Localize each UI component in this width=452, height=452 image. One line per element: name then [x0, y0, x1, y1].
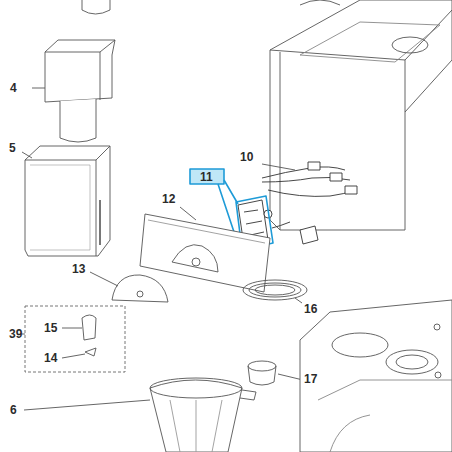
base-detail	[318, 380, 452, 452]
part-12	[140, 214, 270, 292]
callout-number: 5	[9, 141, 16, 155]
callout-number: 17	[304, 372, 317, 386]
part-11-contacts	[244, 210, 264, 236]
part-13	[112, 275, 168, 302]
wire-terminal	[308, 162, 320, 170]
part-13-hole	[137, 291, 143, 297]
leader-line	[22, 334, 25, 335]
leader-line	[62, 328, 82, 329]
part-6-rim	[150, 378, 242, 398]
leader-line	[262, 164, 295, 170]
leader-line	[180, 207, 196, 220]
callout-number: 16	[304, 302, 317, 316]
part-5-gauge	[99, 200, 101, 245]
callout-number: 13	[72, 262, 85, 276]
leader-line	[24, 400, 150, 410]
leader-line	[62, 354, 85, 358]
callout-number: 11	[200, 170, 213, 184]
part-12-window	[172, 245, 218, 272]
wire-terminal	[330, 173, 342, 181]
housing-hole	[392, 37, 428, 53]
part-4-edge	[45, 40, 115, 100]
highlight-box	[190, 169, 224, 184]
part-10-wires	[262, 167, 355, 197]
base-hole	[386, 350, 438, 374]
part-12-knob	[192, 258, 200, 266]
base-screw	[435, 372, 441, 378]
part-6-handle	[240, 390, 256, 400]
housing-edge	[270, 10, 452, 230]
housing-top	[300, 22, 440, 62]
callout-number: 14	[44, 351, 57, 365]
part-11-wire	[272, 222, 290, 228]
part-14	[85, 348, 96, 356]
part-5	[25, 146, 110, 256]
base-hole	[332, 333, 388, 357]
part-15	[82, 315, 96, 340]
housing-detail	[300, 0, 340, 5]
leader-line	[90, 272, 118, 286]
base-hole	[396, 355, 428, 369]
plug	[300, 226, 318, 244]
base-plate	[300, 300, 452, 452]
part-5-inner	[30, 165, 90, 250]
callout-number: 12	[162, 192, 175, 206]
part-4	[45, 40, 115, 102]
part-6-ribs	[170, 400, 222, 452]
leader-line	[22, 152, 32, 158]
part-6	[150, 380, 242, 452]
part-16-coil	[249, 283, 301, 297]
part-16	[243, 280, 307, 300]
leader-line	[278, 374, 303, 380]
base-screw	[434, 324, 440, 330]
part-17-body	[248, 366, 276, 385]
callout-number: 6	[10, 403, 17, 417]
callout-number: 39	[9, 327, 22, 341]
part-4-spout	[60, 99, 96, 142]
part-outline	[82, 0, 110, 14]
callout-number: 15	[44, 321, 57, 335]
leader-line	[32, 88, 45, 89]
part-5-edge	[25, 146, 110, 256]
callout-number: 4	[10, 81, 17, 95]
part-16-coil	[255, 285, 295, 295]
part-12-edge	[148, 220, 265, 243]
wire-terminal	[345, 186, 357, 194]
leader-line	[295, 298, 302, 303]
callout-number: 10	[240, 150, 253, 164]
group-bracket	[25, 306, 125, 372]
part-17	[248, 361, 276, 371]
